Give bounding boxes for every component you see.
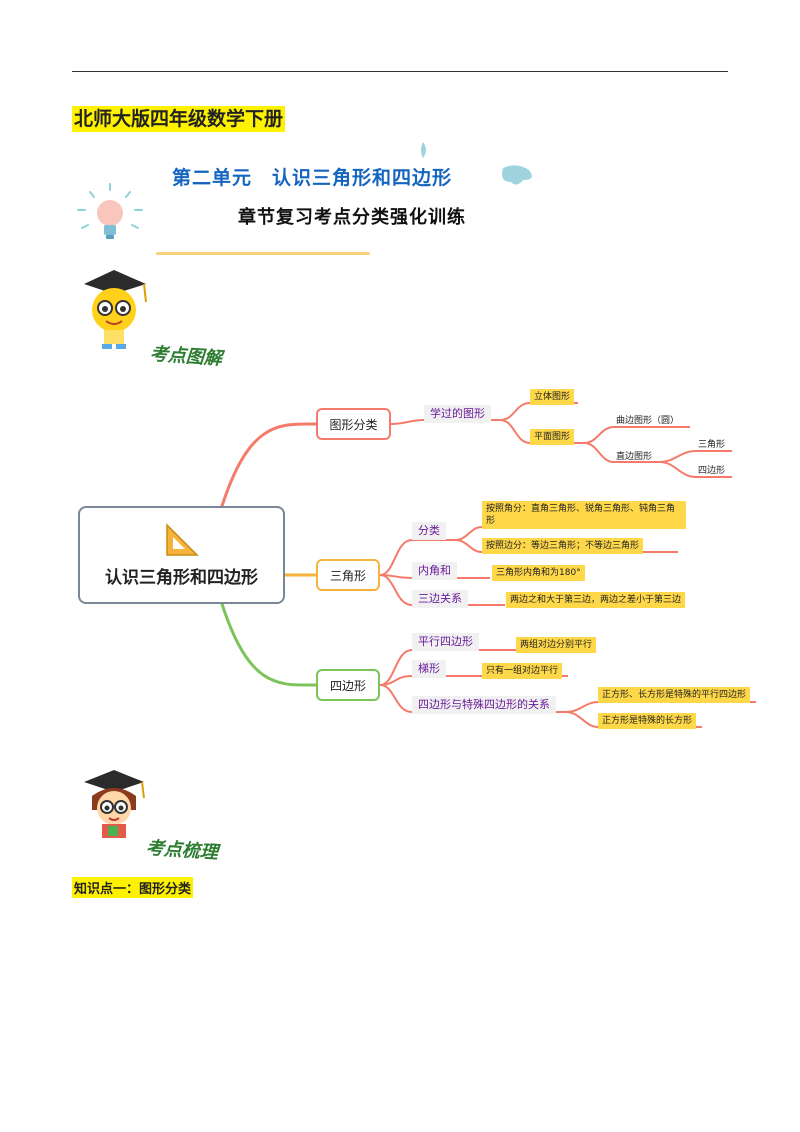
mascot-boy-icon (84, 270, 147, 349)
parallelogram-leaf: 两组对边分别平行 (516, 637, 597, 653)
relation-leaf-1: 正方形、长方形是特殊的平行四边形 (598, 687, 751, 703)
set-square-icon (165, 522, 199, 556)
solid-shapes-leaf: 立体图形 (530, 389, 575, 405)
by-side-leaf: 按照边分：等边三角形；不等边三角形 (482, 538, 644, 554)
knowledge-point-1-heading: 知识点一：图形分类 (72, 877, 194, 898)
outline-section-tag: 考点梳理 (145, 837, 219, 864)
curved-shapes-text: 曲边图形（圆） (616, 416, 680, 426)
mindmap-root: 认识三角形和四边形 (78, 506, 285, 604)
node-tuxing: 图形分类 (316, 408, 391, 440)
node-sanjiao: 三角形 (316, 559, 380, 591)
trapezoid-leaf: 只有一组对边平行 (482, 663, 563, 679)
parallelogram-label: 平行四边形 (412, 633, 479, 651)
quadrilateral-text: 四边形 (698, 466, 726, 476)
book-title: 北师大版四年级数学下册 (72, 106, 286, 132)
inner-angle-leaf: 三角形内角和为180° (492, 565, 585, 581)
plane-shapes-leaf: 平面图形 (530, 429, 575, 445)
learned-shapes-label: 学过的图形 (424, 405, 491, 423)
decor-splash-icon (421, 142, 532, 185)
relation-label: 四边形与特殊四边形的关系 (412, 696, 556, 714)
side-relation-leaf: 两边之和大于第三边，两边之差小于第三边 (506, 592, 686, 608)
mindmap-connectors (220, 402, 756, 728)
unit-title: 第二单元 认识三角形和四边形 (172, 167, 453, 189)
classify-label: 分类 (412, 522, 446, 540)
side-relation-label: 三边关系 (412, 590, 468, 608)
lightbulb-icon (77, 183, 143, 239)
triangle-text: 三角形 (698, 440, 726, 450)
node-sibian: 四边形 (316, 669, 380, 701)
header-rule (72, 71, 728, 72)
mascot-girl-icon (84, 770, 145, 838)
chapter-subtitle: 章节复习考点分类强化训练 (238, 207, 466, 228)
by-angle-leaf: 按照角分：直角三角形、锐角三角形、钝角三角形 (482, 501, 686, 529)
inner-angle-label: 内角和 (412, 562, 457, 580)
trapezoid-label: 梯形 (412, 660, 446, 678)
straight-shapes-text: 直边图形 (616, 452, 653, 462)
relation-leaf-2: 正方形是特殊的长方形 (598, 713, 697, 729)
title-underline (156, 252, 370, 255)
root-label: 认识三角形和四边形 (105, 567, 258, 588)
